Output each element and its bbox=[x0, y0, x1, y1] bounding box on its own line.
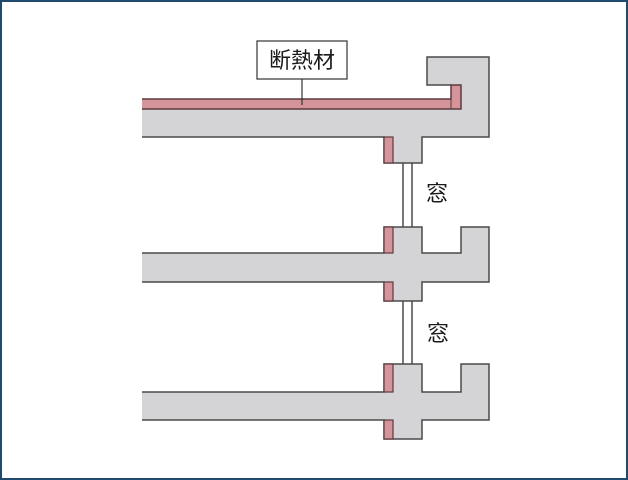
upper-window bbox=[402, 163, 413, 227]
roof-insulation bbox=[142, 85, 461, 109]
insulation-label-box bbox=[256, 40, 348, 80]
bottom-column-insulation-bottom bbox=[383, 419, 394, 440]
upper-window-label: 窓 bbox=[426, 182, 448, 207]
insulation-callout: 断熱材 bbox=[256, 40, 348, 105]
lower-window bbox=[402, 301, 413, 364]
middle-column-insulation-top bbox=[383, 226, 394, 254]
middle-floor-slab bbox=[142, 227, 489, 301]
roof-assembly bbox=[142, 56, 490, 164]
insulation-label: 断熱材 bbox=[269, 49, 335, 74]
middle-floor-assembly bbox=[142, 226, 490, 302]
roof-column-insulation bbox=[383, 136, 394, 164]
middle-column-insulation-bottom bbox=[383, 281, 394, 302]
bottom-column-insulation-top bbox=[383, 363, 394, 393]
bottom-floor-assembly bbox=[142, 363, 490, 440]
bottom-floor-slab bbox=[142, 364, 489, 439]
lower-window-label: 窓 bbox=[427, 322, 449, 347]
